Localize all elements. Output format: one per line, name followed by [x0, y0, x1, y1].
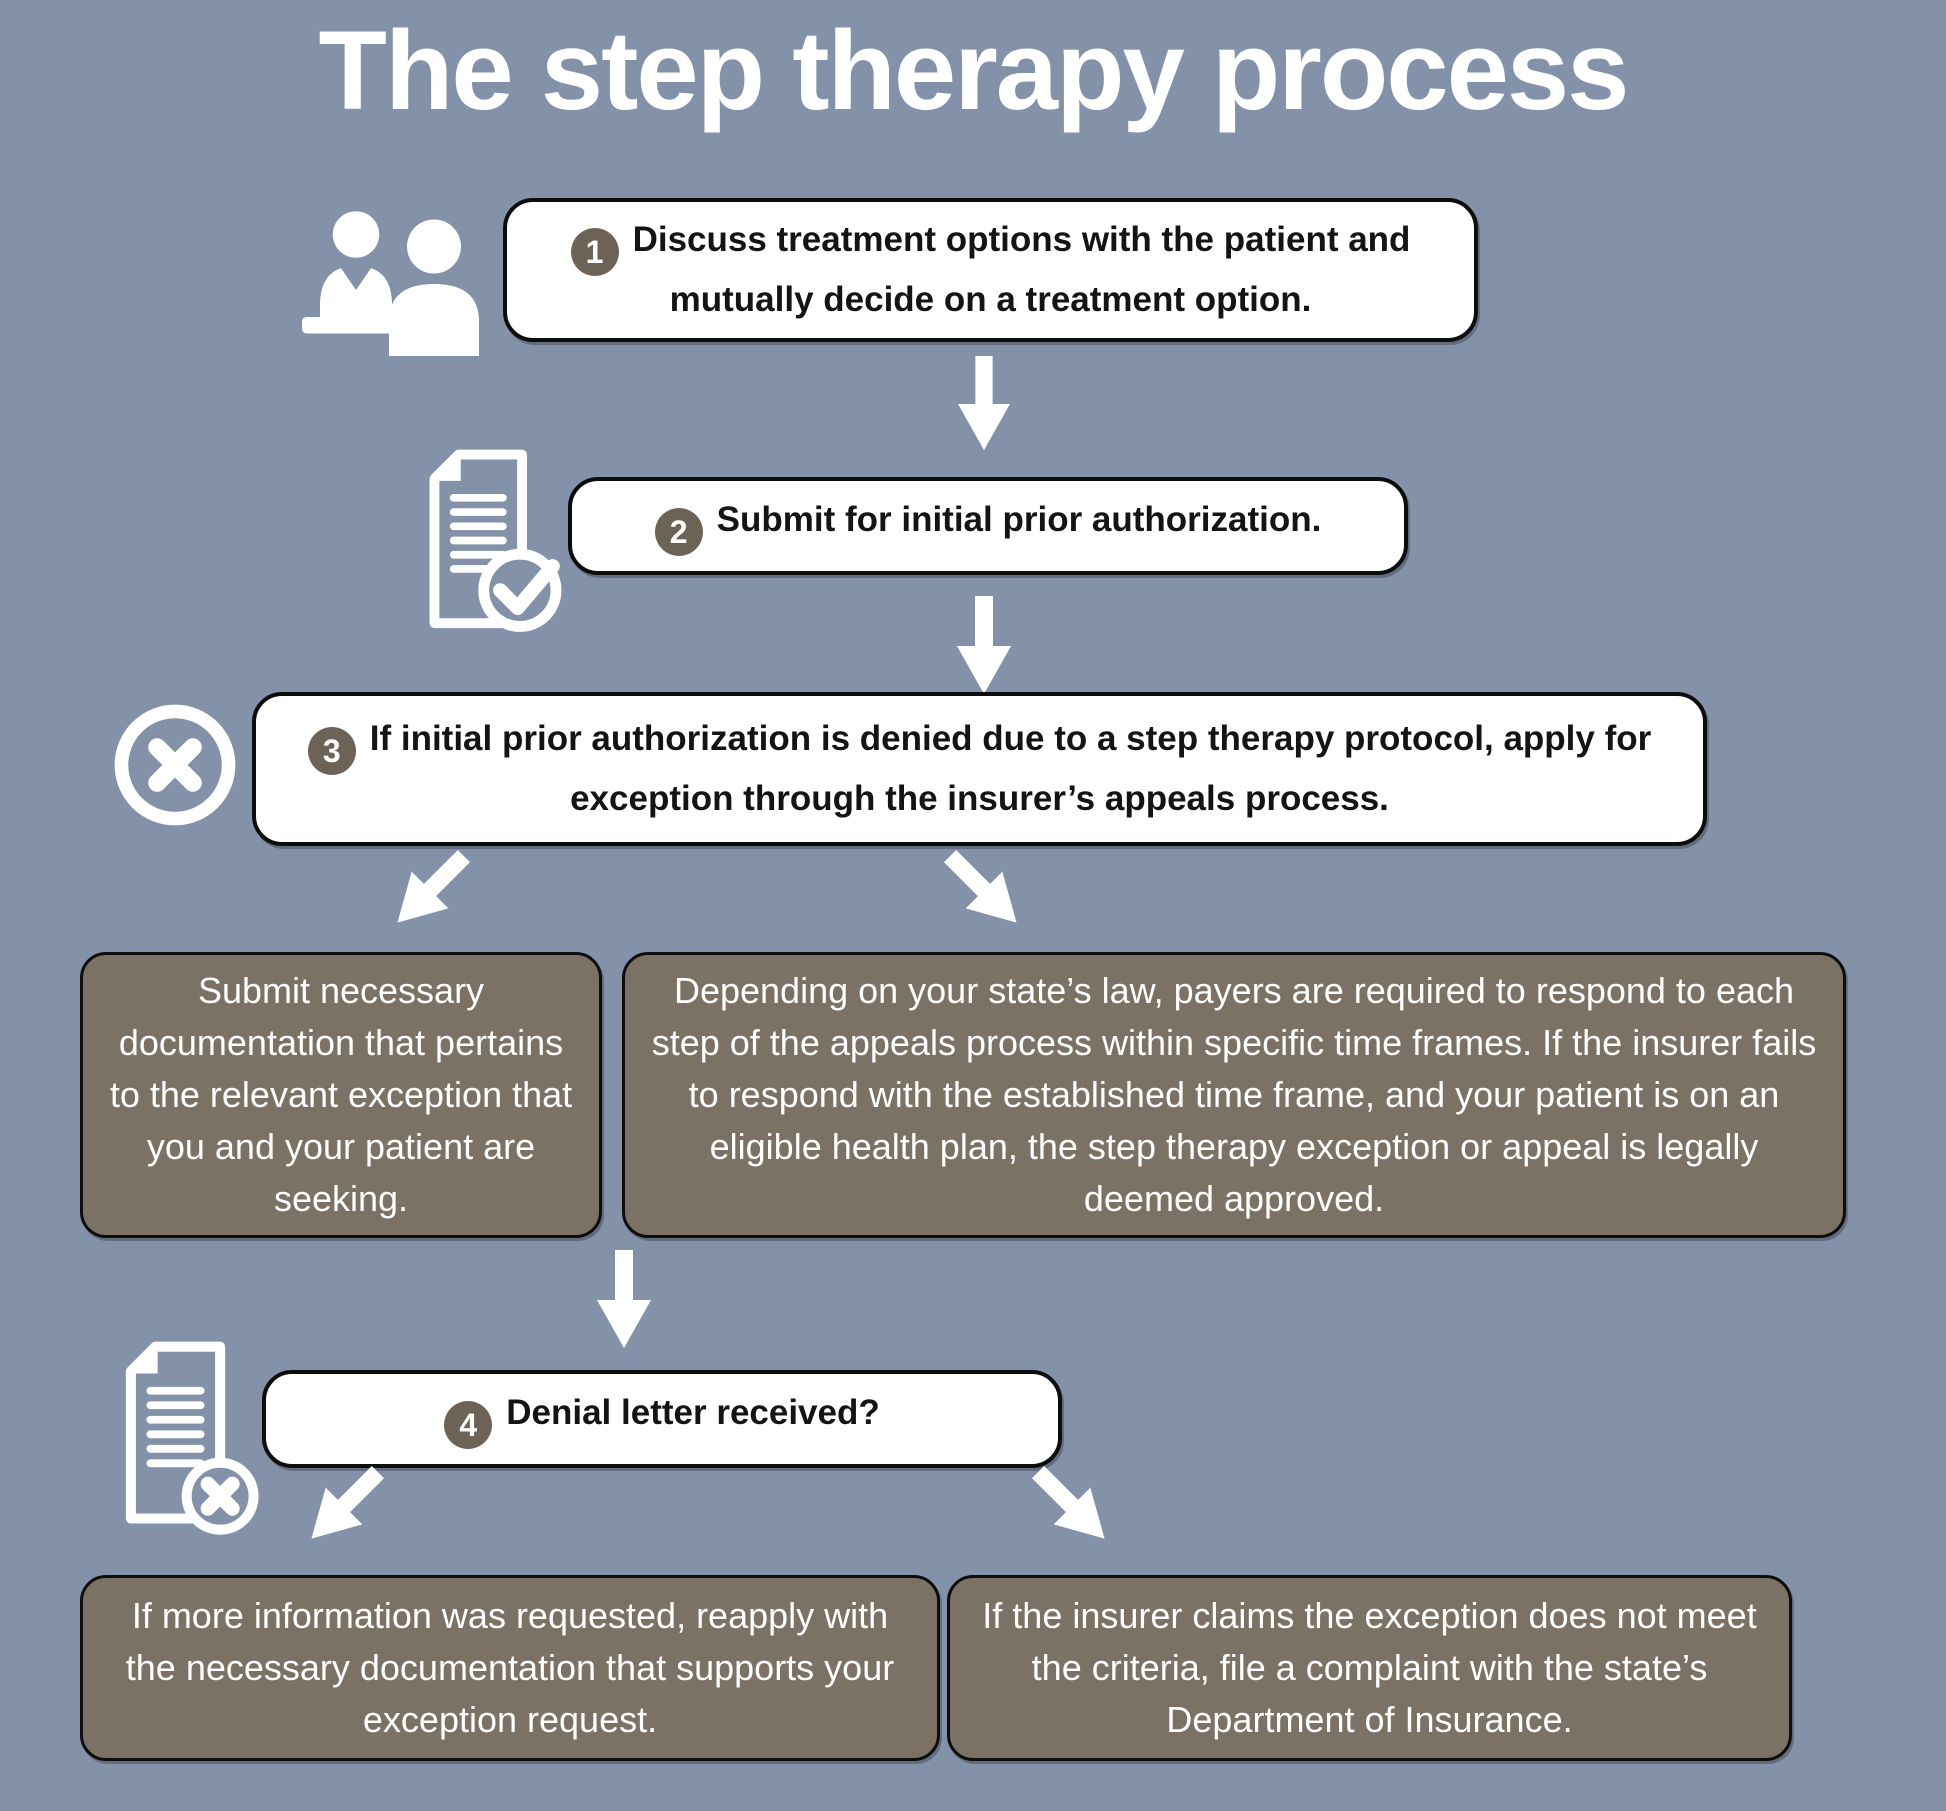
submit-documentation-box: Submit necessary documentation that pert…: [80, 952, 602, 1238]
step-3-box: 3 If initial prior authorization is denie…: [252, 692, 1707, 846]
step-3-text: If initial prior authorization is denied…: [369, 718, 1652, 818]
step-4-number-badge: 4: [444, 1401, 493, 1450]
document-denied-icon: [115, 1340, 265, 1552]
arrow-down-left-icon: [287, 1449, 400, 1562]
arrow-down-icon: [952, 356, 1016, 452]
step-2-number-badge: 2: [654, 508, 703, 557]
step-1-box: 1 Discuss treatment options with the pati…: [503, 198, 1478, 342]
step-1-text: Discuss treatment options with the patie…: [632, 219, 1411, 319]
step-4-box: 4 Denial letter received?: [262, 1370, 1062, 1468]
arrow-down-icon: [592, 1248, 656, 1352]
file-complaint-box: If the insurer claims the exception does…: [947, 1575, 1792, 1761]
doctor-patient-icon: [296, 206, 494, 356]
step-3-number-badge: 3: [307, 726, 356, 775]
arrow-down-icon: [952, 592, 1016, 700]
reapply-box: If more information was requested, reapp…: [80, 1575, 940, 1761]
step-4-text: Denial letter received?: [506, 1392, 880, 1432]
state-law-response-box: Depending on your state’s law, payers ar…: [622, 952, 1846, 1238]
submit-documentation-text: Submit necessary documentation that pert…: [109, 970, 573, 1219]
file-complaint-text: If the insurer claims the exception does…: [982, 1595, 1757, 1740]
denied-circle-icon: [112, 702, 238, 828]
reapply-text: If more information was requested, reapp…: [125, 1595, 895, 1740]
page-title: The step therapy process: [318, 8, 1630, 133]
arrow-down-right-icon: [1015, 1449, 1128, 1562]
state-law-response-text: Depending on your state’s law, payers ar…: [651, 970, 1817, 1219]
arrow-down-left-icon: [373, 833, 486, 946]
step-1-number-badge: 1: [570, 227, 619, 276]
document-check-icon: [420, 448, 565, 656]
step-2-box: 2 Submit for initial prior authorization.: [568, 477, 1408, 575]
step-2-text: Submit for initial prior authorization.: [716, 499, 1322, 539]
arrow-down-right-icon: [927, 833, 1040, 946]
